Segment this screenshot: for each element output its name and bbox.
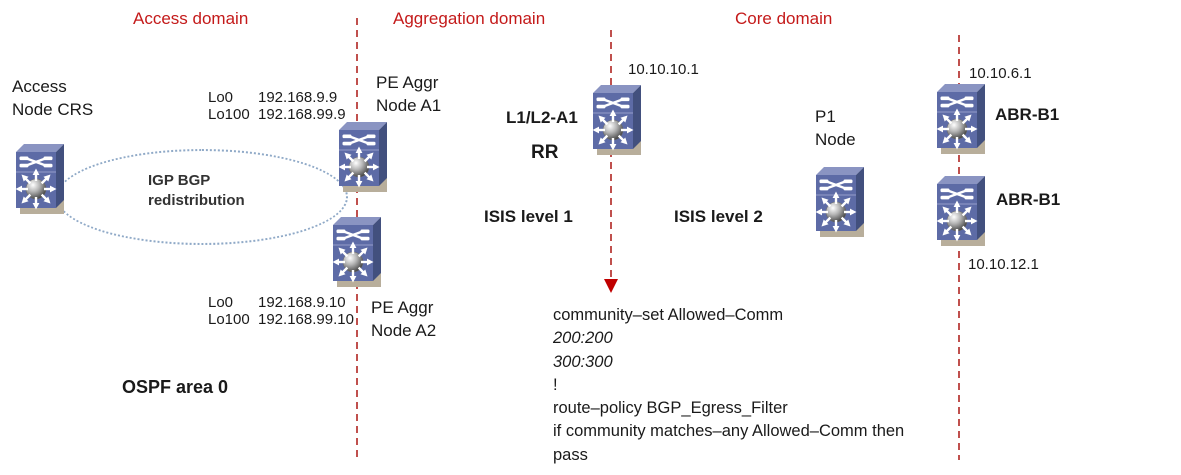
abr-bottom-ip-label: 10.10.12.1 [968, 256, 1039, 273]
config-line: pass [553, 445, 588, 464]
node-pe-aggr-a1 [336, 120, 390, 196]
access-domain-title: Access domain [133, 9, 249, 28]
ospf-area-label: OSPF area 0 [122, 377, 229, 397]
loopback-name: Lo0 [208, 294, 234, 311]
loopbacks-a2-table: Lo0 192.168.9.10 Lo100 192.168.99.10 [208, 294, 354, 328]
isis-level1-label: ISIS level 1 [484, 207, 573, 226]
rr-ip-label: 10.10.10.1 [628, 61, 699, 78]
pe-aggr-node-a1-label: PE Aggr Node A1 [376, 73, 442, 115]
rr-label: RR [531, 142, 559, 163]
router-icon [936, 84, 985, 154]
loopbacks-a1-table: Lo0 192.168.9.9 Lo100 192.168.99.9 [208, 89, 346, 123]
router-icon [338, 122, 387, 192]
loopback-name: Lo100 [208, 311, 250, 328]
loopback-ip: 192.168.99.10 [258, 311, 354, 328]
config-line: 300:300 [553, 352, 613, 371]
router-icon [592, 85, 641, 155]
router-icon [15, 144, 64, 214]
router-icon [332, 217, 381, 287]
node-l1l2-a1-rr [590, 83, 644, 159]
router-icon [815, 167, 864, 237]
abr-b1-top-label: ABR-B1 [995, 105, 1060, 124]
config-line: if community matches–any Allowed–Comm th… [553, 422, 905, 441]
pe-aggr-node-a2-label: PE Aggr Node A2 [371, 298, 437, 340]
igp-bgp-redistribution-label: IGP BGP redistribution [148, 172, 245, 209]
config-line: community–set Allowed–Comm [553, 306, 784, 324]
p1-node-label: P1 Node [815, 107, 856, 149]
config-line: 200:200 [553, 329, 613, 348]
abr-top-ip-label: 10.10.6.1 [969, 65, 1032, 82]
config-line: route–policy BGP_Egress_Filter [553, 399, 788, 418]
config-pointer-arrowhead [604, 279, 618, 293]
l1l2-a1-label: L1/L2-A1 [506, 108, 578, 127]
access-node-crs-label: Access Node CRS [12, 77, 94, 119]
node-abr-b1-bottom [934, 174, 988, 250]
abr-b1-bottom-label: ABR-B1 [996, 190, 1061, 209]
loopback-name: Lo100 [208, 106, 250, 123]
core-domain-title: Core domain [735, 9, 833, 28]
node-p1 [813, 165, 867, 241]
route-policy-config-block: community–set Allowed–Comm 200:200 300:3… [553, 304, 904, 467]
router-icon [936, 176, 985, 246]
node-pe-aggr-a2 [330, 215, 384, 291]
loopback-ip: 192.168.99.9 [258, 106, 346, 123]
loopback-ip: 192.168.9.10 [258, 294, 346, 311]
loopback-ip: 192.168.9.9 [258, 89, 338, 106]
aggregation-domain-title: Aggregation domain [393, 9, 546, 28]
node-abr-b1-top [934, 82, 988, 158]
config-line: ! [553, 375, 558, 394]
loopback-name: Lo0 [208, 89, 234, 106]
isis-level2-label: ISIS level 2 [674, 207, 763, 226]
node-access-crs [13, 142, 67, 218]
